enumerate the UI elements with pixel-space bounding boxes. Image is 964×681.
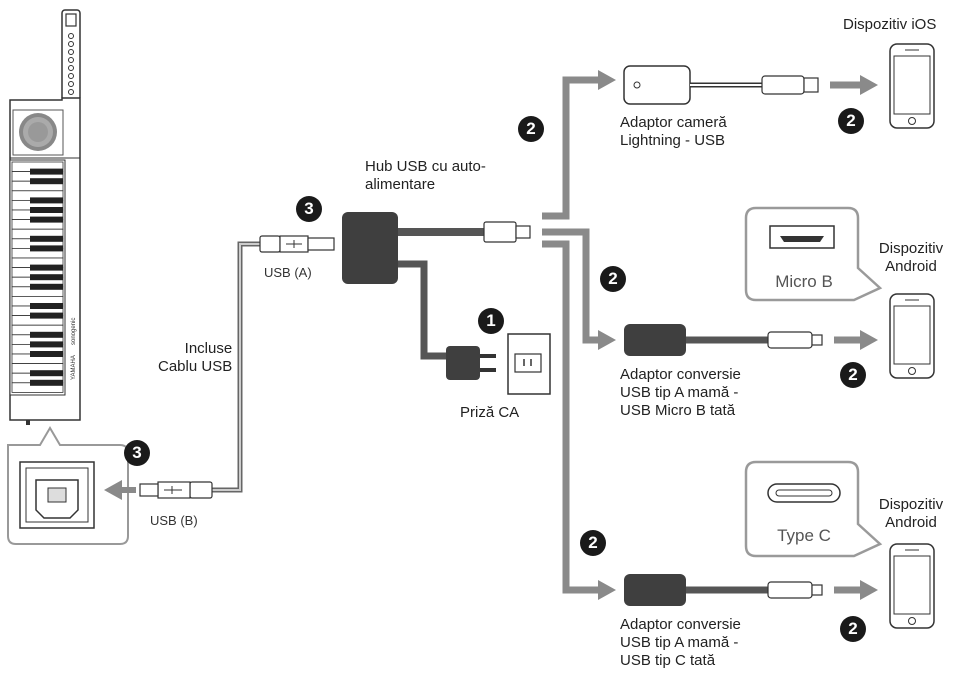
black-key: [30, 341, 63, 348]
lightning-adapter-label: Adaptor cameră Lightning - USB: [620, 114, 727, 150]
microb-adapter-line2: USB tip A mamă -: [620, 384, 739, 401]
android-device-label-1: Dispozitiv Android: [879, 240, 943, 276]
android-device-label-2-line2: Android: [885, 514, 937, 531]
black-key: [30, 379, 63, 386]
outlet-label: Priză CA: [460, 404, 520, 421]
type-c-label: Type C: [777, 526, 831, 545]
ios-phone: [889, 43, 935, 129]
black-key: [30, 235, 63, 242]
microb-adapter-label: Adaptor conversie USB tip A mamă - USB M…: [620, 366, 741, 420]
android-device-label-2: Dispozitiv Android: [879, 496, 943, 532]
step-badge-3-hub: 3: [296, 196, 322, 222]
typec-adapter: [624, 574, 823, 606]
type-c-bubble: [744, 460, 883, 558]
lightning-adapter-line1: Adaptor cameră: [620, 114, 727, 131]
keytar: YAMAHA sonogenic: [9, 9, 81, 425]
android-device-label-2-line1: Dispozitiv: [878, 496, 944, 513]
usb-b-label: USB (B): [150, 513, 198, 528]
routing-arrows: [542, 76, 600, 594]
step-badge-2-typec-in: 2: [580, 530, 606, 556]
usb-a-label: USB (A): [264, 265, 312, 280]
typec-adapter-label: Adaptor conversie USB tip A mamă - USB t…: [620, 616, 741, 670]
typec-adapter-line2: USB tip A mamă -: [620, 634, 739, 651]
typec-adapter-line3: USB tip C tată: [620, 652, 716, 669]
cable-label-line2: Cablu USB: [158, 358, 233, 375]
black-key: [30, 274, 63, 281]
black-key: [30, 303, 63, 309]
black-key: [30, 245, 63, 252]
ios-device-label: Dispozitiv iOS: [843, 16, 937, 33]
android-phone-microb: [889, 293, 935, 379]
keytar-model: sonogenic: [71, 318, 77, 345]
lightning-adapter: [623, 65, 819, 105]
step-badge-2-android-2: 2: [840, 616, 866, 642]
step-badge-2-android-1: 2: [840, 362, 866, 388]
keyboard-keys: [11, 161, 64, 393]
usb-hub: [342, 212, 551, 395]
android-phone-typec: [889, 543, 935, 629]
microb-adapter: [624, 324, 823, 356]
usb-cable: [139, 235, 335, 499]
android-device-label-1-line2: Android: [885, 258, 937, 275]
typec-adapter-line1: Adaptor conversie: [620, 616, 741, 633]
step-badge-2-microb-in: 2: [600, 266, 626, 292]
microb-adapter-line3: USB Micro B tată: [620, 402, 736, 419]
step-badge-3-keytar: 3: [124, 440, 150, 466]
black-key: [30, 216, 63, 223]
black-key: [30, 312, 63, 319]
black-key: [30, 283, 63, 290]
step-badge-2-ios: 2: [838, 108, 864, 134]
black-key: [30, 207, 63, 213]
black-key: [30, 178, 63, 185]
micro-b-bubble: [744, 206, 883, 302]
black-key: [30, 264, 63, 271]
black-key: [30, 197, 63, 204]
lightning-adapter-line2: Lightning - USB: [620, 132, 726, 149]
android-device-label-1-line1: Dispozitiv: [878, 240, 944, 257]
black-key: [30, 168, 63, 175]
step-badge-2-lightning-in: 2: [518, 116, 544, 142]
micro-b-label: Micro B: [775, 272, 833, 291]
cable-label: Incluse Cablu USB: [158, 340, 232, 376]
black-key: [30, 351, 63, 357]
step-badge-1: 1: [478, 308, 504, 334]
hub-label: Hub USB cu auto- alimentare: [365, 158, 486, 194]
hub-label-line2: alimentare: [365, 176, 436, 193]
black-key: [30, 370, 63, 377]
hub-label-line1: Hub USB cu auto-: [365, 158, 486, 175]
microb-adapter-line1: Adaptor conversie: [620, 366, 741, 383]
usb-b-port-callout: [7, 426, 129, 545]
keytar-brand: YAMAHA: [71, 355, 77, 380]
cable-label-line1: Incluse: [184, 340, 233, 357]
black-key: [30, 331, 63, 338]
